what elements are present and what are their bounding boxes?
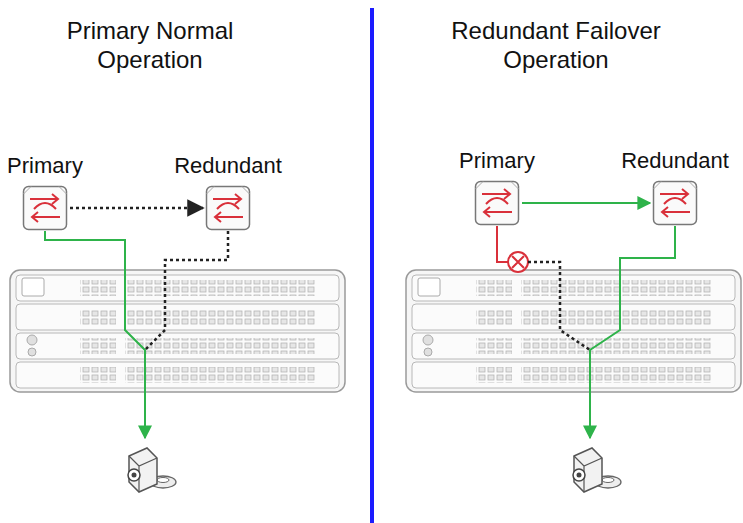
camera-icon (128, 448, 176, 492)
switch-label: Primary (459, 148, 535, 174)
camera-icon (573, 448, 621, 492)
switch-icon (474, 180, 520, 226)
switch-node: Redundant (205, 185, 251, 231)
divider-line (370, 8, 374, 523)
switch-node: Redundant (652, 180, 698, 226)
chassis-left (10, 270, 345, 392)
switch-node: Primary (474, 180, 520, 226)
failure-mark (508, 252, 528, 272)
failure-cross (512, 256, 524, 268)
failed-path (497, 226, 508, 262)
switch-label: Redundant (174, 153, 282, 179)
active-path (590, 226, 675, 438)
switch-icon (22, 185, 68, 231)
panel-heading: Redundant Failover Operation (431, 16, 681, 74)
panel-heading: Primary Normal Operation (35, 16, 265, 74)
link-arrow (70, 207, 203, 210)
inactive-path (528, 262, 590, 350)
standby-path (145, 231, 228, 350)
chassis-right (406, 270, 741, 392)
switch-label: Redundant (621, 148, 729, 174)
active-path (45, 231, 145, 438)
link-arrow (522, 202, 650, 204)
switch-node: Primary (22, 185, 68, 231)
switch-icon (205, 185, 251, 231)
switch-icon (652, 180, 698, 226)
switch-label: Primary (7, 153, 83, 179)
